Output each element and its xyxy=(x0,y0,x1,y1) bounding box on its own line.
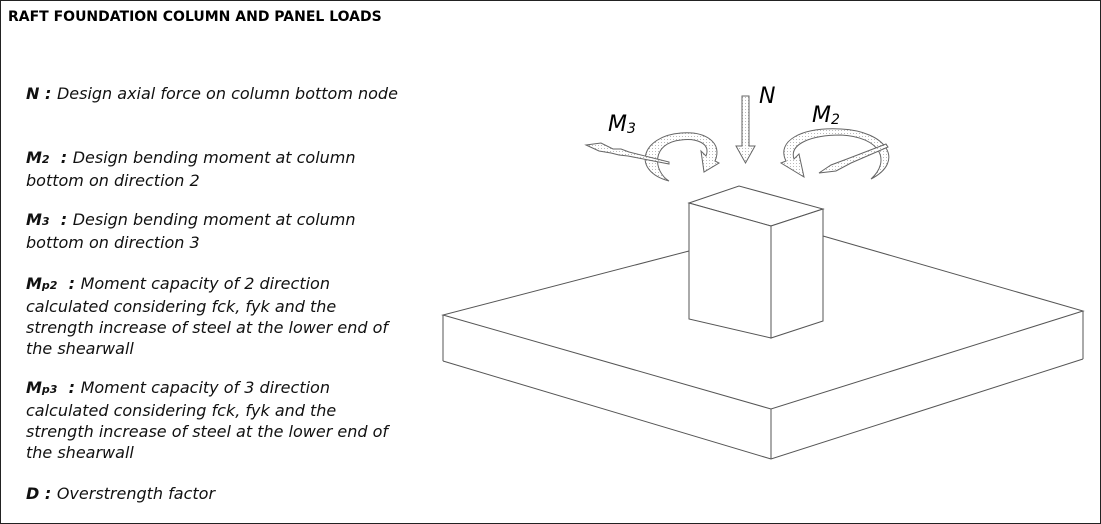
subscript: 2 xyxy=(41,153,50,166)
axial-force-arrow xyxy=(735,95,756,165)
description: Overstrength factor xyxy=(56,484,216,503)
description: Design bending moment at column bottom o… xyxy=(26,148,356,190)
raft-slab xyxy=(441,235,1085,460)
n-label: N xyxy=(759,84,775,109)
legend-m2: M2 : Design bending moment at column bot… xyxy=(26,148,356,190)
legend-d: D : Overstrength factor xyxy=(26,484,216,503)
m3-label: M3 xyxy=(608,112,636,137)
symbol: M xyxy=(26,148,42,167)
subscript: p3 xyxy=(41,383,58,396)
legend-m3: M3 : Design bending moment at column bot… xyxy=(26,210,356,252)
symbol: D xyxy=(26,484,40,503)
moment-m2-arrow xyxy=(779,128,890,180)
subscript: p2 xyxy=(41,279,58,292)
legend-mp2: Mp2 : Moment capacity of 2 direction cal… xyxy=(26,274,389,358)
description: Moment capacity of 3 direction calculate… xyxy=(26,378,389,462)
description: Design bending moment at column bottom o… xyxy=(26,210,356,252)
description: Design axial force on column bottom node xyxy=(56,84,398,103)
legend-n: N : Design axial force on column bottom … xyxy=(26,84,398,103)
m2-label: M2 xyxy=(812,103,840,128)
symbol: M xyxy=(26,378,42,397)
symbol: M xyxy=(26,210,42,229)
symbol: N xyxy=(26,84,40,103)
subscript: 3 xyxy=(41,215,50,228)
legend-mp3: Mp3 : Moment capacity of 3 direction cal… xyxy=(26,378,389,462)
moment-m3-arrow xyxy=(584,132,721,182)
description: Moment capacity of 2 direction calculate… xyxy=(26,274,389,358)
column xyxy=(687,185,825,339)
page-title: RAFT FOUNDATION COLUMN AND PANEL LOADS xyxy=(8,9,382,25)
symbol: M xyxy=(26,274,42,293)
